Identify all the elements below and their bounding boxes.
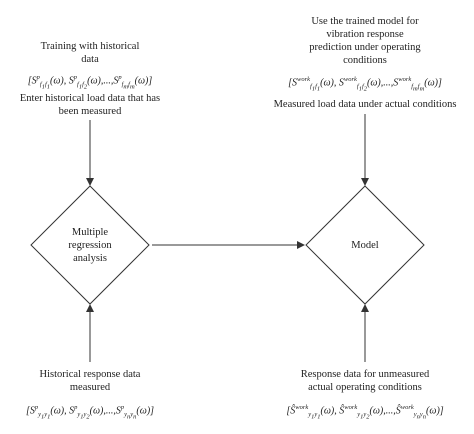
historical-response-title-line-2: measured — [69, 382, 111, 393]
regression-label-line-2: regression — [68, 240, 112, 251]
historical-load-caption-line-2: been measured — [58, 106, 122, 117]
regression-label-line-3: analysis — [73, 253, 107, 264]
model-label: Model — [351, 240, 379, 251]
prediction-title-line-3: prediction under operating — [309, 42, 421, 53]
prediction-title-line-4: conditions — [343, 55, 387, 66]
training-title: Training with historical data — [0, 40, 180, 66]
unmeasured-response-title-line-1: Response data for unmeasured — [300, 369, 430, 380]
unmeasured-response-title-line-2: actual operating conditions — [308, 382, 422, 393]
prediction-title-line-1: Use the trained model for — [311, 16, 419, 27]
historical-response-title: Historical response data measured — [0, 368, 180, 394]
regression-label: Multiple regression analysis — [45, 226, 135, 265]
measured-load-caption: Measured load data under actual conditio… — [273, 99, 457, 110]
training-title-line-1: Training with historical — [40, 41, 140, 52]
regression-label-line-1: Multiple — [71, 227, 109, 238]
historical-load-formula: [Spf1f1(ω), Spf1f2(ω),...,Spfmfm(ω)] — [27, 74, 153, 91]
historical-load-caption-line-1: Enter historical load data that has — [19, 93, 161, 104]
unmeasured-response-title: Response data for unmeasured actual oper… — [265, 368, 465, 394]
prediction-title: Use the trained model for vibration resp… — [270, 15, 460, 67]
predicted-response-formula: [Ŝworky1y1(ω), Ŝworky1y2(ω),...,Ŝworkyny… — [286, 404, 444, 421]
operating-load-formula: [Sworkf1f1(ω), Sworkf1f2(ω),...,Sworkfmf… — [288, 76, 442, 93]
historical-response-formula: [Spy1y1(ω), Spy1y2(ω),...,Spynyn(ω)] — [25, 404, 155, 421]
training-title-line-2: data — [81, 54, 99, 65]
prediction-title-line-2: vibration response — [326, 29, 404, 40]
historical-response-title-line-1: Historical response data — [39, 369, 141, 380]
historical-load-caption: Enter historical load data that has been… — [0, 92, 180, 118]
